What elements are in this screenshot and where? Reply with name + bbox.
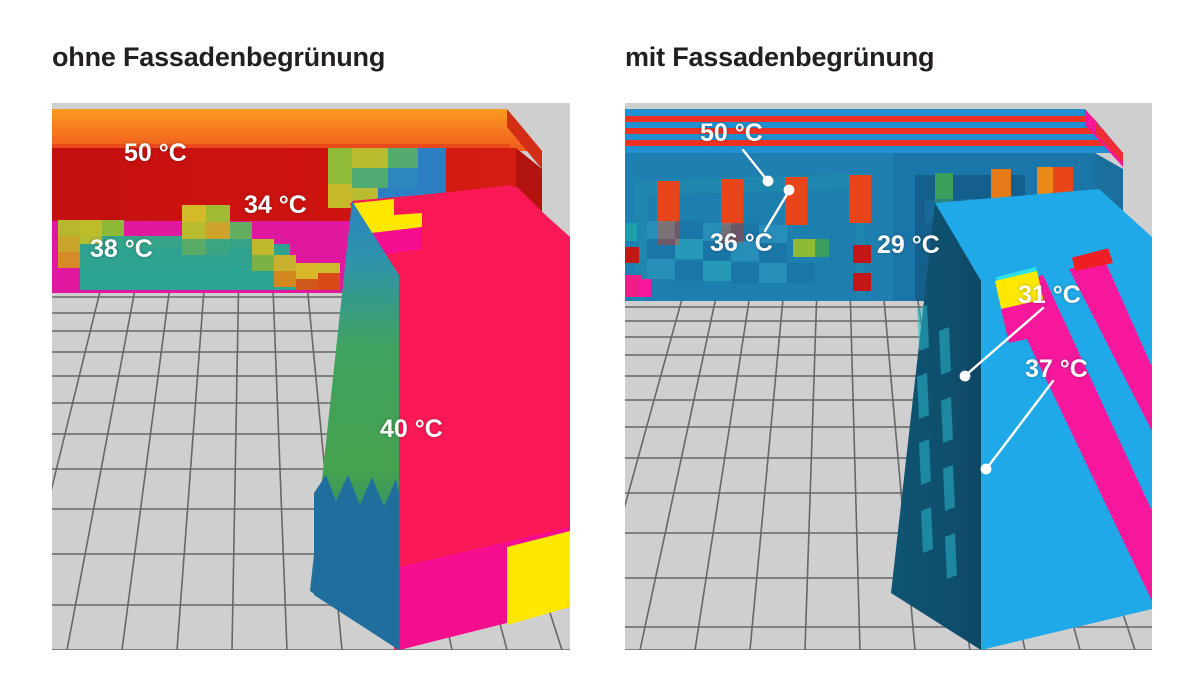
thermal-panel-with-greening: 50 °C 36 °C 29 °C 31 °C 37 °C — [625, 103, 1152, 650]
panel-title-right: mit Fassadenbegrünung — [625, 42, 935, 72]
scene-left: 50 °C 34 °C 38 °C 40 °C — [52, 103, 570, 650]
thermal-panel-without-greening: 50 °C 34 °C 38 °C 40 °C — [52, 103, 570, 650]
foreground-building-left — [310, 185, 570, 650]
scene-right: 50 °C 36 °C 29 °C 31 °C 37 °C — [625, 103, 1152, 650]
panel-title-left: ohne Fassadenbegrünung — [52, 42, 386, 72]
foreground-building-right — [891, 189, 1152, 650]
